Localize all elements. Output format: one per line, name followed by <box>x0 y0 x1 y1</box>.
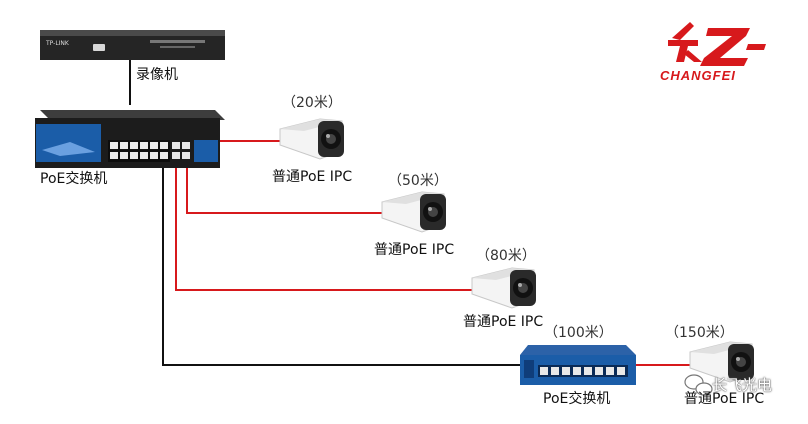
switch-to-sub-switch-cable <box>162 168 523 366</box>
camera-80m <box>471 267 536 309</box>
nvr-brand: TP-LINK <box>45 40 70 47</box>
main-switch-device <box>35 110 225 168</box>
nvr-label: 录像机 <box>136 67 178 83</box>
sub-switch-distance: （100米） <box>544 325 613 341</box>
changfei-logo-mark <box>668 22 766 66</box>
poe-cables <box>175 140 690 366</box>
sub-switch-device <box>520 345 636 385</box>
main-switch-label: PoE交换机 <box>40 171 108 187</box>
camera-50m-distance: （50米） <box>388 173 448 189</box>
camera-80m-distance: （80米） <box>476 248 536 264</box>
camera-20m-distance: （20米） <box>282 95 342 111</box>
cable-80m <box>175 168 472 291</box>
camera-50m <box>381 191 446 233</box>
camera-50m-label: 普通PoE IPC <box>374 242 455 258</box>
cable-50m <box>186 168 382 214</box>
nvr-device: TP-LINK <box>40 30 225 60</box>
sub-switch-label: PoE交换机 <box>543 391 611 407</box>
camera-20m <box>279 118 344 160</box>
camera-80m-label: 普通PoE IPC <box>463 314 544 330</box>
wechat-icon <box>684 374 713 396</box>
camera-20m-label: 普通PoE IPC <box>272 169 353 185</box>
watermark-text: 长飞光电 <box>712 376 773 394</box>
data-cables <box>129 60 523 366</box>
camera-150m <box>689 341 754 383</box>
camera-150m-distance: （150米） <box>665 325 734 341</box>
changfei-logo-text: CHANGFEI <box>660 68 736 83</box>
camera-150m-label: 普通PoE IPC <box>684 391 765 407</box>
